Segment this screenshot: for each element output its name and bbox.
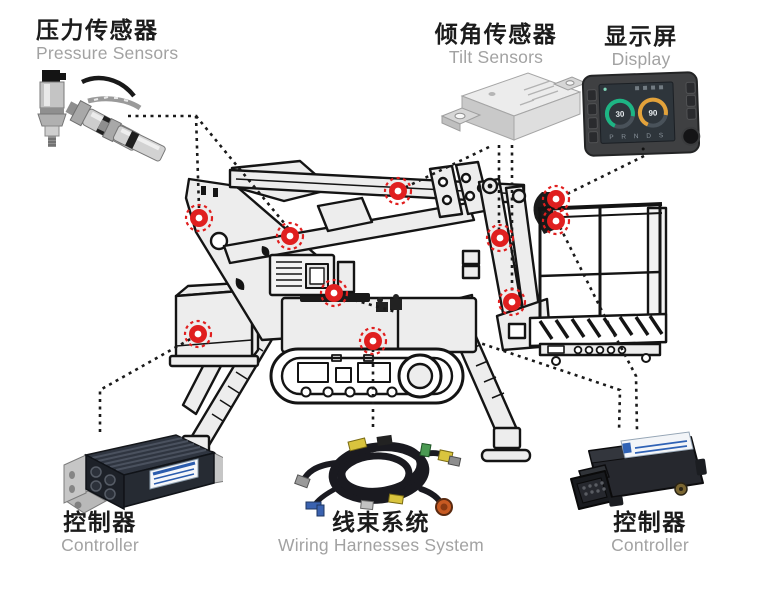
- sensor-location-marker: [358, 326, 388, 356]
- label-tilt-sensors-en: Tilt Sensors: [448, 47, 544, 68]
- label-pressure-sensors-zh: 压力传感器: [36, 17, 159, 43]
- sensor-location-marker: [183, 319, 213, 349]
- label-controller-right: 控制器 Controller: [575, 509, 725, 556]
- screen-bottom-row: P R N D S: [609, 132, 666, 141]
- label-controller-right-en: Controller: [611, 535, 689, 556]
- label-display-zh: 显示屏: [604, 23, 678, 49]
- label-display-en: Display: [611, 49, 671, 70]
- label-controller-right-zh: 控制器: [613, 509, 687, 535]
- label-tilt-sensors: 倾角传感器 Tilt Sensors: [421, 21, 571, 68]
- label-pressure-sensors-en: Pressure Sensors: [36, 43, 179, 64]
- label-controller-left-en: Controller: [61, 535, 139, 556]
- sensor-location-marker: [485, 223, 515, 253]
- label-controller-left: 控制器 Controller: [25, 509, 175, 556]
- display-image: 30 90 P R N D S: [580, 68, 705, 163]
- sensor-location-marker: [319, 278, 349, 308]
- label-wiring-harness-zh: 线束系统: [332, 509, 430, 535]
- marker-layer: [183, 176, 571, 356]
- pressure-sensors-image: [28, 66, 203, 166]
- label-controller-left-zh: 控制器: [63, 509, 137, 535]
- pressure-sensor-vertical: [37, 70, 67, 147]
- label-pressure-sensors: 压力传感器 Pressure Sensors: [36, 17, 179, 64]
- sensor-location-marker: [497, 287, 527, 317]
- label-wiring-harness-en: Wiring Harnesses System: [278, 535, 484, 556]
- label-wiring-harness: 线束系统 Wiring Harnesses System: [256, 509, 506, 556]
- controller-right-image: [563, 423, 713, 523]
- label-tilt-sensors-zh: 倾角传感器: [434, 21, 558, 47]
- label-display: 显示屏 Display: [580, 23, 702, 70]
- gauge-left-value: 30: [615, 110, 625, 119]
- controller-left-image: [58, 425, 227, 525]
- connector-lines: [98, 114, 645, 432]
- display-knob: [681, 126, 701, 146]
- sensor-location-marker: [275, 221, 305, 251]
- tilt-sensors-image: [436, 60, 588, 152]
- sensor-location-marker: [383, 176, 413, 206]
- sensor-location-marker: [541, 206, 571, 236]
- pressure-sensor-diagonal-2: [97, 117, 166, 162]
- wiring-harness-image: [293, 425, 465, 520]
- sensor-location-marker: [184, 203, 214, 233]
- gauge-right-value: 90: [648, 108, 658, 117]
- machine-illustration: [166, 159, 668, 465]
